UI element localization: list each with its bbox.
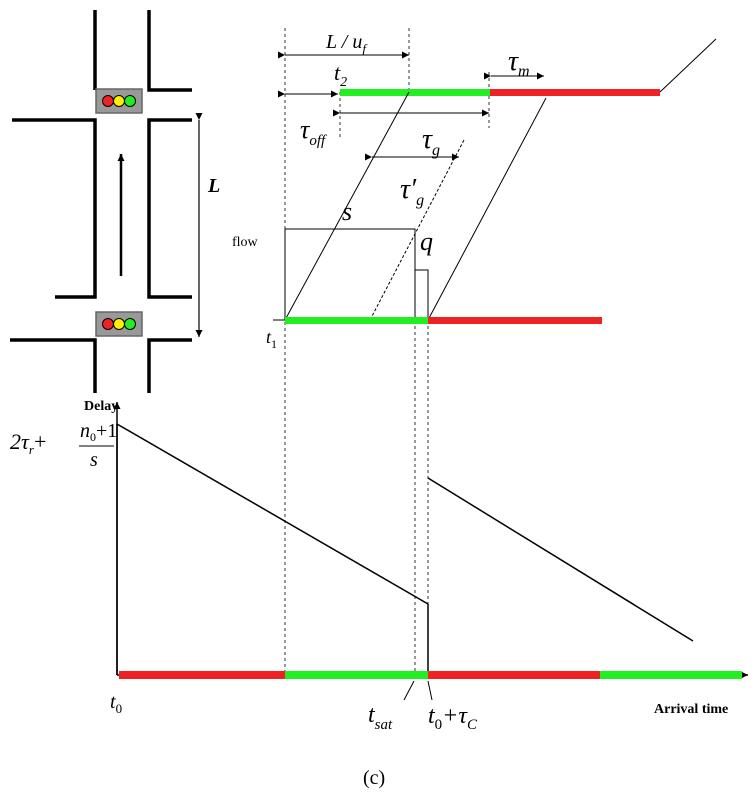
cycle-end-label: t0+τC (428, 703, 478, 733)
arrival-red-phase-2 (428, 671, 600, 679)
svg-text:n0+1: n0+1 (80, 420, 117, 444)
downstream-red-phase (428, 317, 602, 324)
arrival-green-phase-2 (600, 671, 742, 679)
cycle-end-pointer (427, 680, 433, 701)
distance-label: L (207, 175, 220, 197)
signal-amber-lamp (113, 318, 125, 330)
delay-curve (116, 423, 694, 675)
intersection-schematic (10, 10, 192, 393)
t2-label: t2 (334, 60, 347, 90)
last-saturated-trajectory (369, 139, 465, 321)
road-edge-left-lower (10, 338, 97, 393)
road-edge-left-upper (12, 118, 97, 299)
tau-g-label: τg (422, 124, 440, 159)
tau-off-label: τoff (300, 115, 327, 149)
tau-g-prime-label: τ′g (400, 174, 424, 209)
tau-m-label: τm (508, 46, 530, 80)
signal-red-lamp (102, 318, 114, 330)
travel-time-label: L / uf (325, 31, 368, 56)
saturation-flow-block (284, 228, 416, 320)
delay-axis-title: Delay (84, 399, 118, 414)
arrival-signal-bar (119, 671, 742, 679)
last-vehicle-trajectory (427, 97, 547, 321)
upstream-signal-icon (95, 88, 143, 114)
signal-red-lamp (102, 95, 114, 107)
arrival-red-phase-1 (119, 671, 285, 679)
svg-text:2τr+: 2τr+ (10, 429, 46, 457)
arrival-time-axis-title: Arrival time (654, 702, 728, 717)
tsat-label: tsat (368, 702, 393, 733)
arrival-flow-block (415, 269, 429, 320)
signal-amber-lamp (113, 95, 125, 107)
figure-caption: (c) (363, 767, 385, 789)
t1-label: t1 (266, 327, 277, 351)
upstream-green-phase (340, 89, 490, 96)
first-vehicle-trajectory (284, 91, 410, 321)
downstream-signal-bar (285, 317, 602, 324)
tsat-pointer (403, 680, 415, 701)
saturation-flow-label: s (342, 197, 352, 226)
svg-text:s: s (90, 449, 98, 471)
signal-green-lamp (124, 318, 136, 330)
downstream-green-phase (285, 317, 428, 324)
arrival-green-phase-1 (285, 671, 428, 679)
road-edge-right-upper (147, 118, 192, 299)
t0-label: t0 (110, 691, 122, 716)
upstream-signal-bar (340, 89, 660, 96)
downstream-signal-icon (95, 311, 143, 337)
next-cycle-trajectory (659, 38, 717, 93)
reference-lines (284, 28, 547, 672)
upstream-red-phase (490, 89, 660, 96)
flow-label: flow (232, 235, 259, 250)
road-edge-top-right (147, 10, 192, 92)
max-delay-label: 2τr+ n0+1 s (10, 420, 117, 471)
signal-green-lamp (124, 95, 136, 107)
arrival-flow-label: q (420, 227, 433, 256)
road-edge-right-lower (147, 338, 192, 393)
